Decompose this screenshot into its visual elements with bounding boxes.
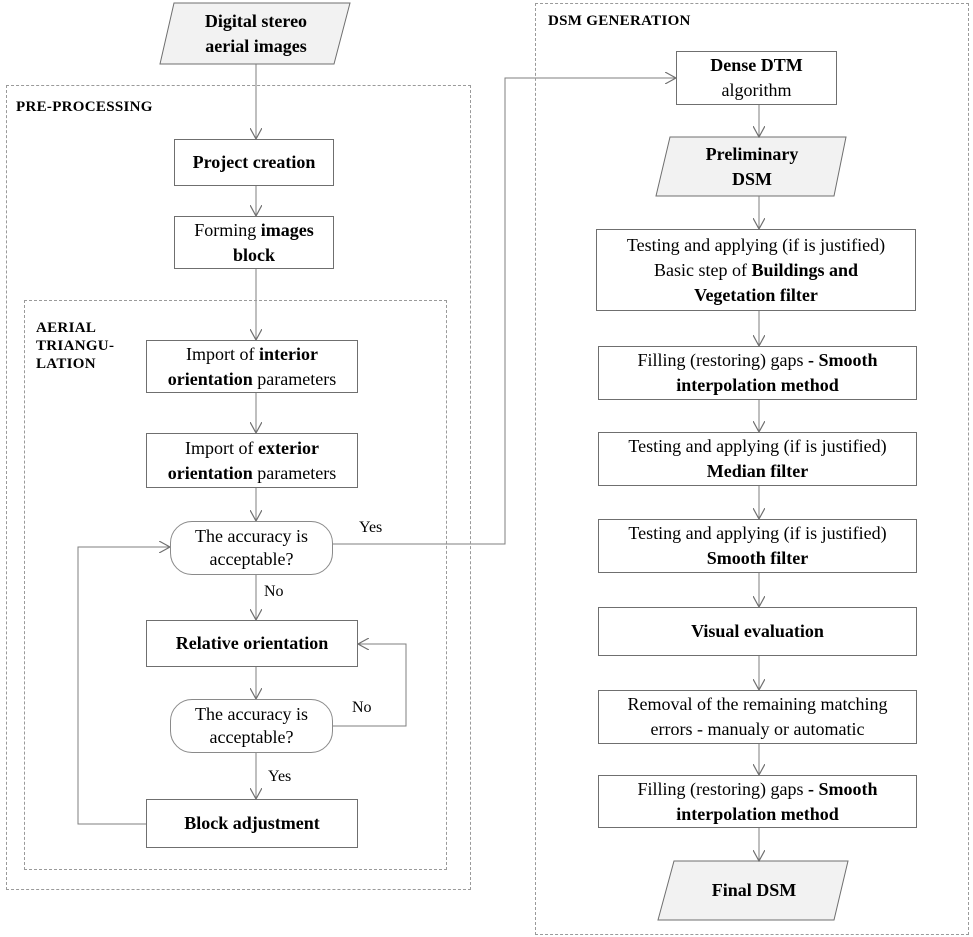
accuracy-decision-2: The accuracy is acceptable? — [170, 699, 333, 753]
no-label-2: No — [352, 699, 372, 716]
dsm-generation-region — [535, 3, 969, 935]
edge-decision1-yes-dsm — [333, 78, 676, 545]
smooth-filter-node: Testing and applying (if is justified) S… — [598, 519, 917, 573]
visual-evaluation-node: Visual evaluation — [598, 607, 917, 656]
input-node: Digital stereo aerial images — [204, 10, 308, 56]
dsm-generation-title: DSM GENERATION — [548, 13, 691, 29]
aerial-triangulation-title: AERIAL TRIANGU- LATION — [36, 320, 115, 372]
filling-gaps-node-2: Filling (restoring) gaps - Smooth interp… — [598, 775, 917, 828]
pre-processing-region — [6, 85, 471, 890]
removal-errors-node: Removal of the remaining matching errors… — [598, 690, 917, 744]
project-creation-node: Project creation — [174, 139, 334, 186]
final-dsm-parallelogram — [657, 860, 849, 921]
no-label-1: No — [264, 583, 284, 600]
pre-processing-title: PRE-PROCESSING — [16, 99, 153, 115]
preliminary-dsm-node: Preliminary DSM — [705, 143, 799, 189]
edge-block-loop — [77, 547, 170, 825]
aerial-triangulation-region — [24, 300, 447, 870]
relative-orientation-node: Relative orientation — [146, 620, 358, 667]
edge-decision2-no-loop — [333, 644, 407, 727]
buildings-vegetation-filter-node: Testing and applying (if is justified) B… — [596, 229, 916, 311]
filling-gaps-node-1: Filling (restoring) gaps - Smooth interp… — [598, 346, 917, 400]
median-filter-node: Testing and applying (if is justified) M… — [598, 432, 917, 486]
input-parallelogram — [159, 2, 351, 65]
yes-label-1: Yes — [359, 519, 383, 536]
final-dsm-node: Final DSM — [711, 880, 797, 900]
preliminary-dsm-parallelogram — [655, 136, 847, 197]
forming-block-node: Forming images block — [174, 216, 334, 269]
dense-dtm-node: Dense DTM algorithm — [676, 51, 837, 105]
accuracy-decision-1: The accuracy is acceptable? — [170, 521, 333, 575]
block-adjustment-node: Block adjustment — [146, 799, 358, 848]
yes-label-2: Yes — [268, 768, 292, 785]
import-exterior-node: Import of exterior orientation parameter… — [146, 433, 358, 488]
import-interior-node: Import of interior orientation parameter… — [146, 340, 358, 393]
